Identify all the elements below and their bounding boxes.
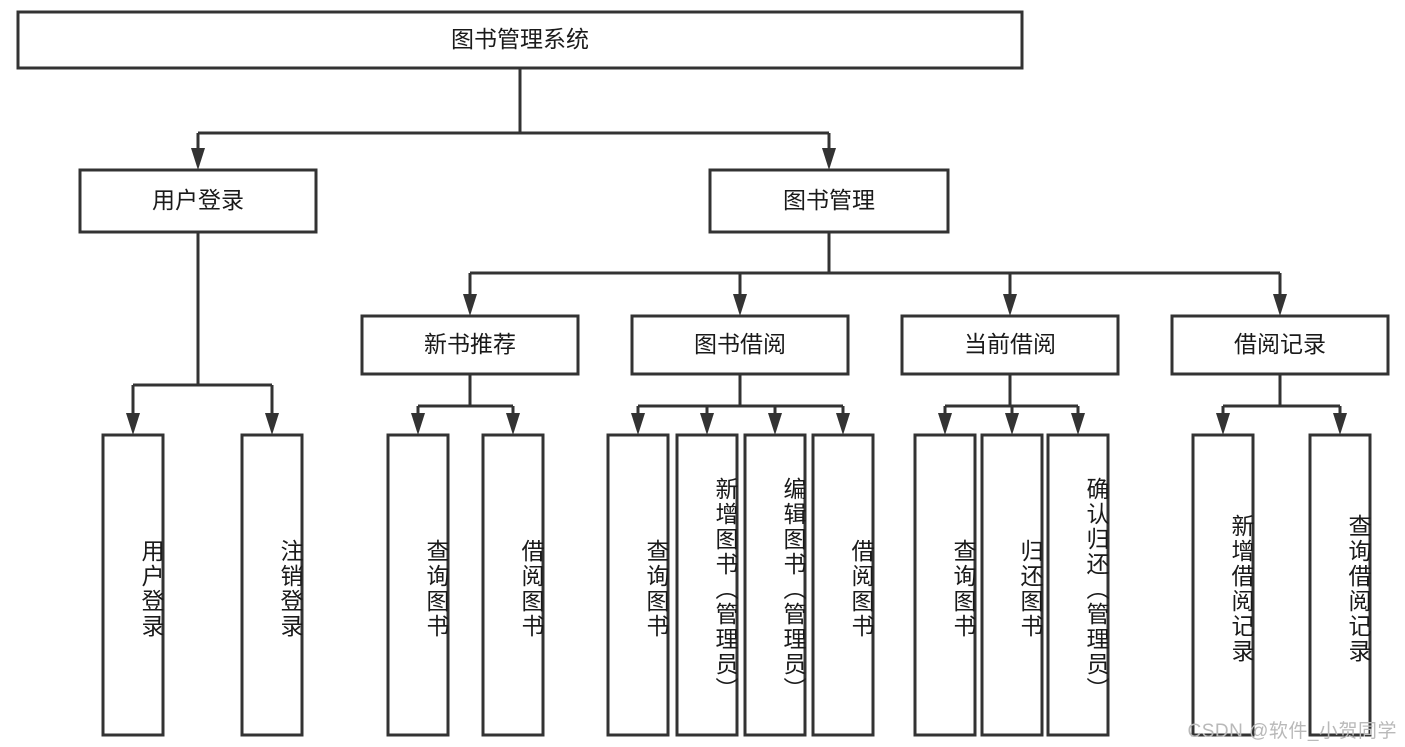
node-label-book-management: 图书管理 bbox=[783, 187, 875, 213]
connector-arrowhead bbox=[506, 413, 520, 435]
node-box-root[interactable] bbox=[16, 10, 1024, 70]
connector-arrowhead bbox=[463, 294, 477, 316]
connector-arrowhead bbox=[1273, 294, 1287, 316]
node-box-l-add-record[interactable] bbox=[1191, 433, 1255, 737]
node-label-book-borrow: 图书借阅 bbox=[694, 331, 786, 357]
connector-arrowhead bbox=[126, 413, 140, 435]
connector-arrowhead bbox=[1003, 294, 1017, 316]
node-box-l-return-book[interactable] bbox=[980, 433, 1044, 737]
node-box-l-query-book-2[interactable] bbox=[606, 433, 670, 737]
connector-arrowhead bbox=[411, 413, 425, 435]
watermark-csdn: CSDN @软件_小贺同学 bbox=[1187, 721, 1397, 742]
boxes-layer bbox=[16, 10, 1390, 737]
node-box-borrow-record[interactable] bbox=[1170, 314, 1390, 376]
connector-arrowhead bbox=[733, 294, 747, 316]
node-box-l-query-record[interactable] bbox=[1308, 433, 1372, 737]
node-box-l-confirm-return[interactable] bbox=[1046, 433, 1110, 737]
node-box-book-borrow[interactable] bbox=[630, 314, 850, 376]
node-box-new-book-rec[interactable] bbox=[360, 314, 580, 376]
node-box-leaf-user-login[interactable] bbox=[101, 433, 165, 737]
node-box-current-borrow[interactable] bbox=[900, 314, 1120, 376]
connector-arrowhead bbox=[1333, 413, 1347, 435]
node-box-l-borrow-book-1[interactable] bbox=[481, 433, 545, 737]
node-label-new-book-rec: 新书推荐 bbox=[424, 331, 516, 357]
connector-arrowhead bbox=[822, 148, 836, 170]
node-box-book-management[interactable] bbox=[708, 168, 950, 234]
node-box-user-login[interactable] bbox=[78, 168, 318, 234]
node-box-l-query-book-3[interactable] bbox=[913, 433, 977, 737]
connector-arrowhead bbox=[836, 413, 850, 435]
node-label-borrow-record: 借阅记录 bbox=[1234, 331, 1326, 357]
node-box-l-borrow-book-2[interactable] bbox=[811, 433, 875, 737]
node-box-l-query-book-1[interactable] bbox=[386, 433, 450, 737]
node-label-user-login: 用户登录 bbox=[152, 187, 244, 213]
node-box-l-add-book[interactable] bbox=[675, 433, 739, 737]
connector-arrowhead bbox=[265, 413, 279, 435]
connector-arrowhead bbox=[1216, 413, 1230, 435]
connector-arrowhead bbox=[1071, 413, 1085, 435]
connector-arrowhead bbox=[700, 413, 714, 435]
connector-arrowhead bbox=[1005, 413, 1019, 435]
node-box-l-edit-book[interactable] bbox=[743, 433, 807, 737]
connectors-layer bbox=[126, 68, 1347, 435]
connector-arrowhead bbox=[191, 148, 205, 170]
connector-arrowhead bbox=[631, 413, 645, 435]
connector-arrowhead bbox=[938, 413, 952, 435]
connector-arrowhead bbox=[768, 413, 782, 435]
node-label-current-borrow: 当前借阅 bbox=[964, 331, 1056, 357]
node-box-leaf-logout[interactable] bbox=[240, 433, 304, 737]
node-label-root: 图书管理系统 bbox=[451, 26, 589, 52]
